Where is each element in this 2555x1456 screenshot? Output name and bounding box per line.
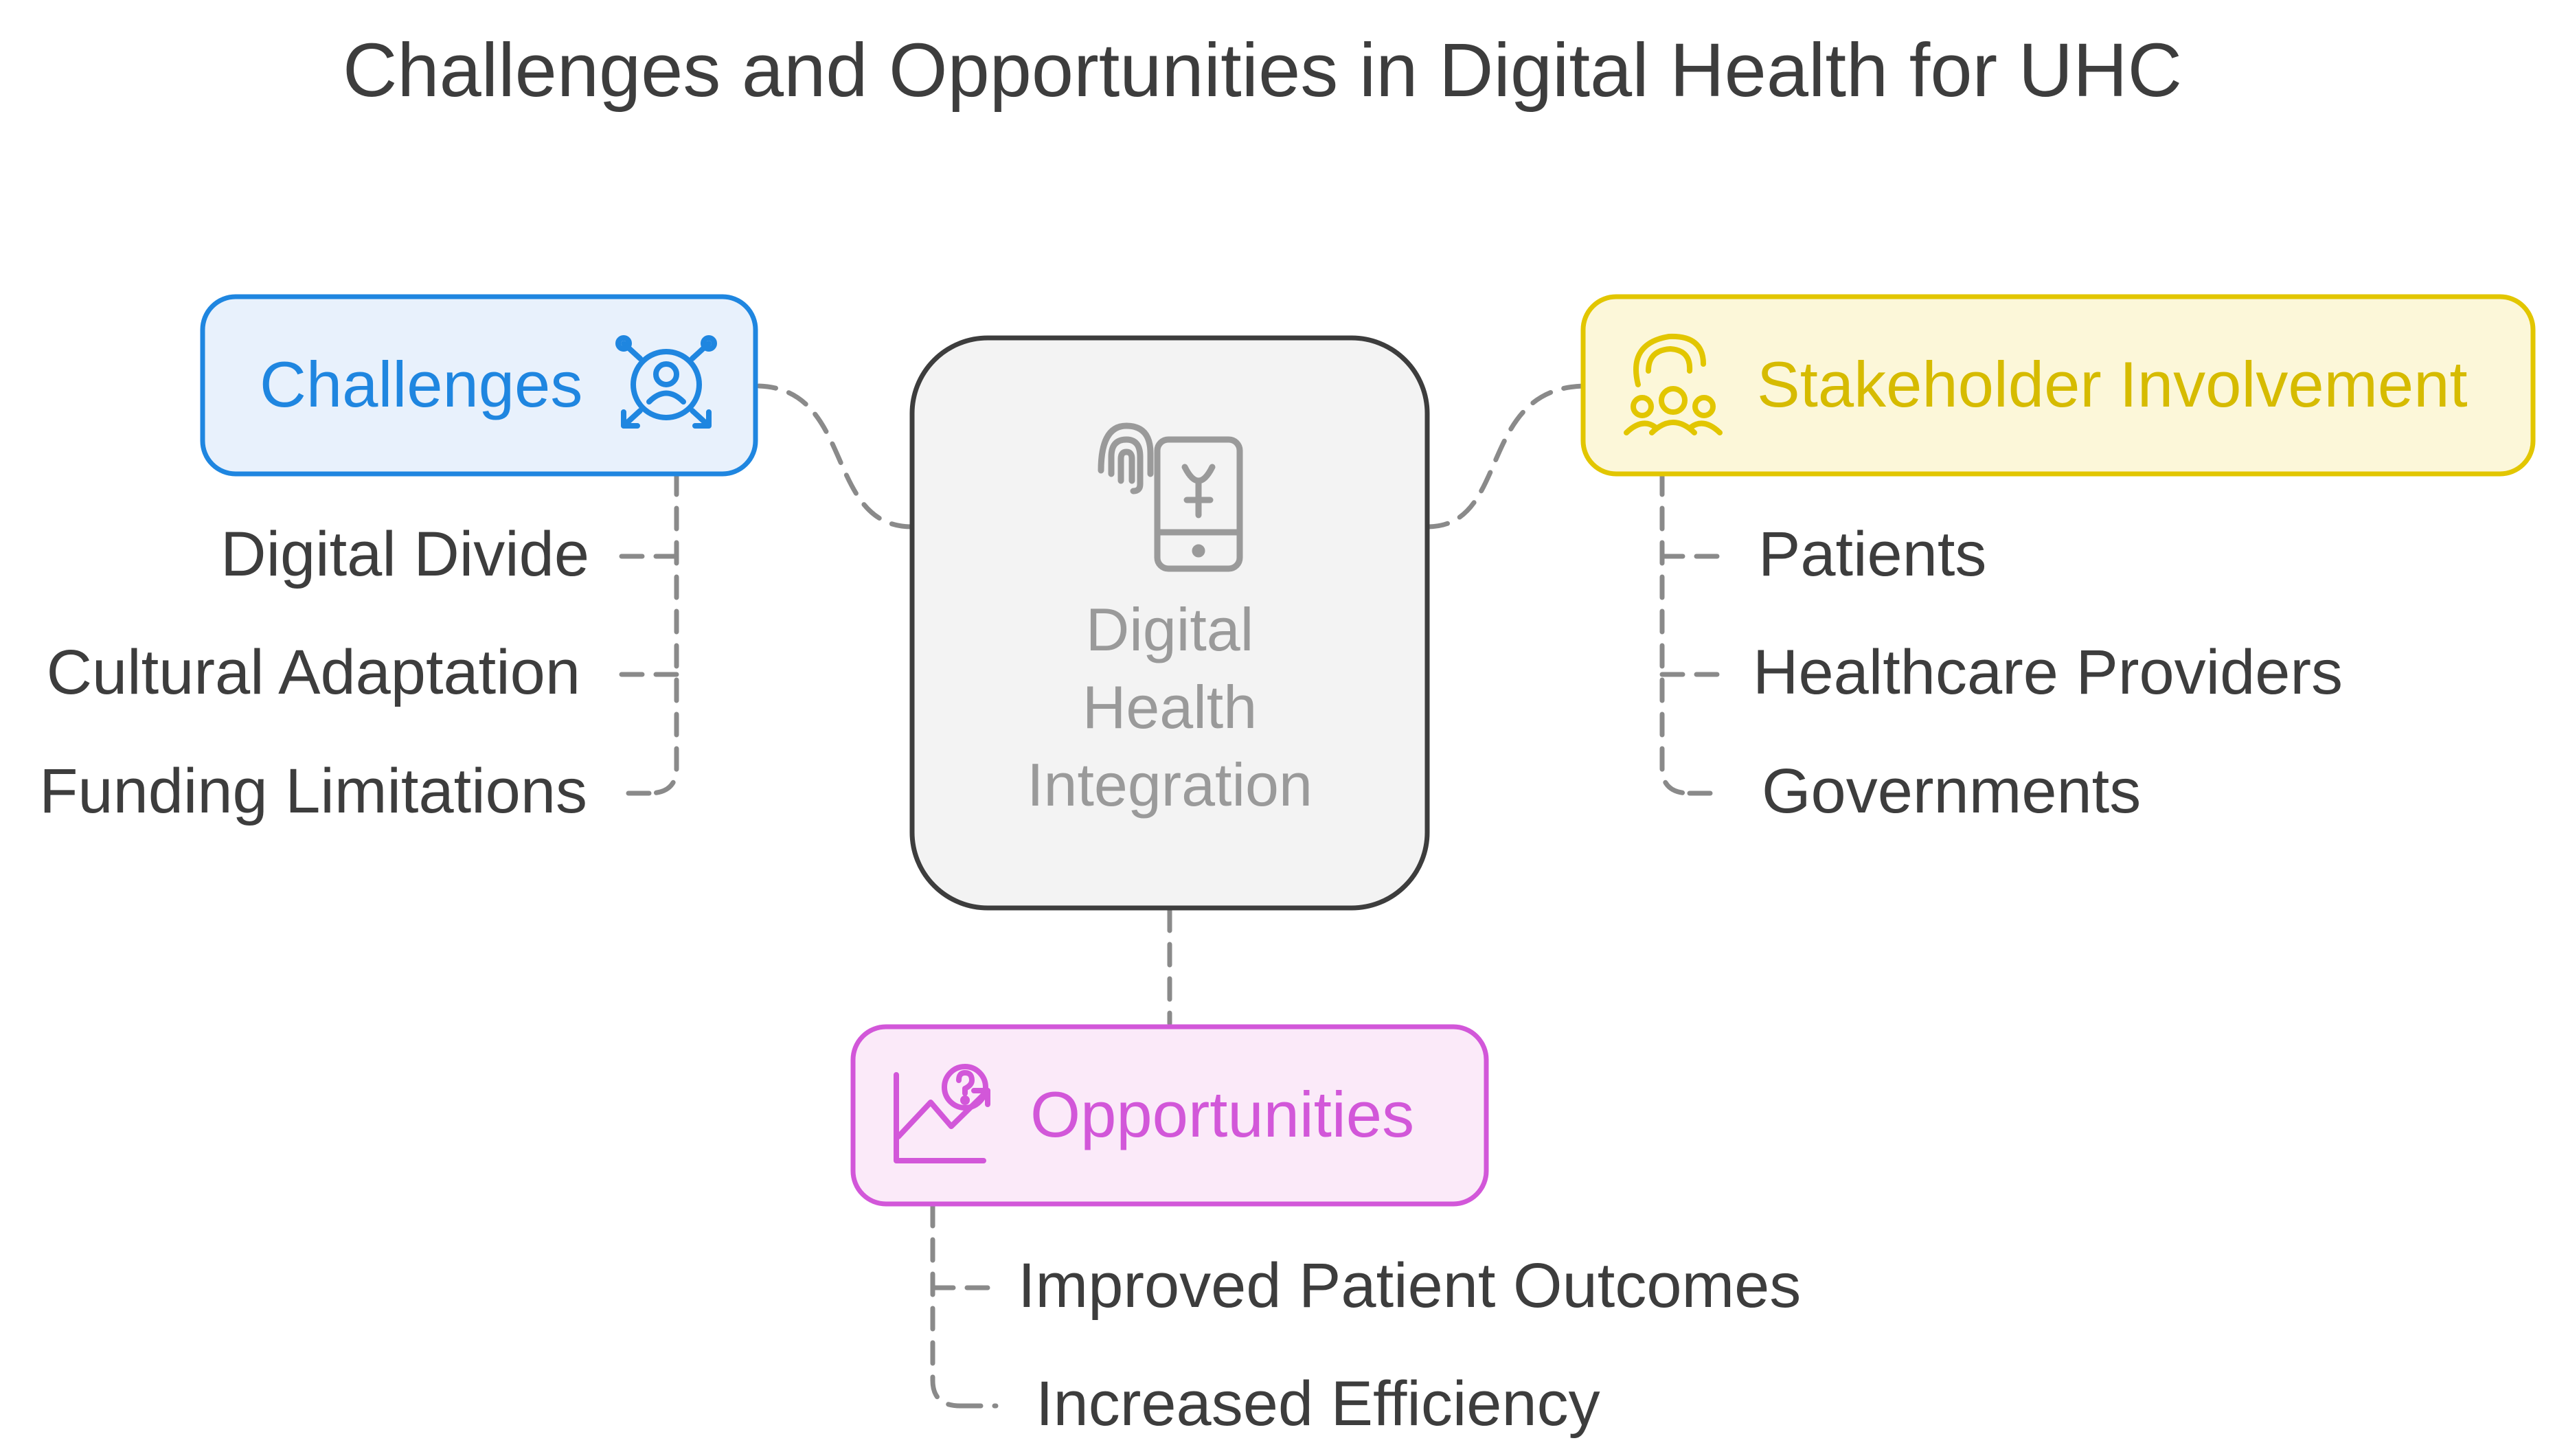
connector-center-stakeholders bbox=[1424, 383, 1586, 530]
stakeholders-item-1: Patients bbox=[1758, 519, 1986, 589]
center-label-line-2: Health bbox=[1082, 673, 1257, 741]
center-node: Digital Health Integration bbox=[909, 335, 1430, 911]
challenges-item-3: Funding Limitations bbox=[39, 756, 587, 826]
connector-opportunities-trunk bbox=[930, 1203, 963, 1409]
stakeholders-node: Stakeholder Involvement bbox=[1580, 294, 2536, 477]
connectors bbox=[615, 383, 1727, 1409]
opportunities-label: Opportunities bbox=[1030, 1078, 1414, 1150]
challenges-item-2: Cultural Adaptation bbox=[47, 637, 580, 707]
stakeholders-box bbox=[1580, 294, 2536, 477]
stakeholders-item-3: Governments bbox=[1762, 756, 2141, 826]
challenges-item-1: Digital Divide bbox=[220, 519, 589, 589]
center-box bbox=[909, 335, 1430, 911]
connector-challenges-trunk bbox=[646, 471, 679, 796]
connector-center-challenges bbox=[756, 383, 915, 530]
center-label-line-1: Digital bbox=[1086, 595, 1254, 663]
chart-question-icon bbox=[894, 1064, 990, 1163]
opportunities-item-1: Improved Patient Outcomes bbox=[1018, 1251, 1801, 1321]
phone-medical-fingerprint-icon bbox=[1098, 422, 1243, 572]
diagram-title: Challenges and Opportunities in Digital … bbox=[343, 28, 2182, 113]
opportunities-item-2: Increased Efficiency bbox=[1036, 1369, 1600, 1439]
challenges-label: Challenges bbox=[260, 348, 582, 420]
stakeholders-item-2: Healthcare Providers bbox=[1753, 637, 2343, 707]
connector-stakeholders-trunk bbox=[1659, 471, 1692, 796]
challenges-node: Challenges bbox=[200, 294, 758, 477]
opportunities-node: Opportunities bbox=[850, 1024, 1489, 1207]
center-label-line-3: Integration bbox=[1027, 751, 1313, 819]
stakeholders-label: Stakeholder Involvement bbox=[1757, 348, 2468, 420]
user-target-arrows-icon bbox=[615, 335, 717, 429]
opportunities-box bbox=[850, 1024, 1489, 1207]
people-group-icon bbox=[1624, 333, 1723, 435]
